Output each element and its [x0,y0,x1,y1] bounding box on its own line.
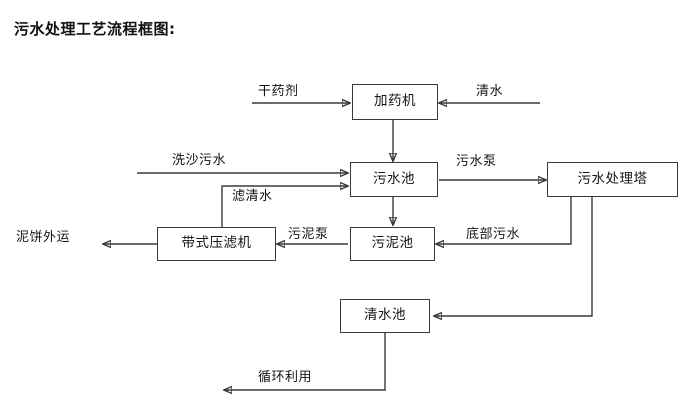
node-sludge-pool-label: 污泥池 [371,235,414,252]
node-sewage-pool[interactable]: 污水池 [350,162,438,197]
edge-label-mud-cake-out: 泥饼外运 [16,230,71,245]
edge-label-clean-water-in: 清水 [476,84,504,99]
node-clean-water-pool[interactable]: 清水池 [340,299,430,333]
edge-label-sand-wash-sewage: 洗沙污水 [172,153,227,168]
edge-label-dry-reagent: 干药剂 [258,84,299,99]
edge-label-filtered-clear-water: 滤清水 [232,189,273,204]
node-sewage-pool-label: 污水池 [373,170,415,187]
node-clean-water-pool-label: 清水池 [364,307,406,324]
node-treatment-tower[interactable]: 污水处理塔 [547,162,678,197]
node-treatment-tower-label: 污水处理塔 [577,170,648,187]
node-dosing-machine-label: 加药机 [374,93,416,110]
node-sludge-pool[interactable]: 污泥池 [350,227,435,261]
page-title: 污水处理工艺流程框图: [14,20,176,38]
node-belt-filter-press[interactable]: 带式压滤机 [157,227,276,261]
node-dosing-machine[interactable]: 加药机 [352,84,438,120]
edge-label-sewage-pump: 污水泵 [456,154,497,169]
edge-label-bottom-sewage: 底部污水 [466,227,521,242]
node-belt-filter-press-label: 带式压滤机 [181,235,252,252]
edge-label-recycle-use: 循环利用 [258,370,313,385]
edge-label-sludge-pump: 污泥泵 [288,227,329,242]
wire-tower-to-clean-water-pool [434,197,593,316]
